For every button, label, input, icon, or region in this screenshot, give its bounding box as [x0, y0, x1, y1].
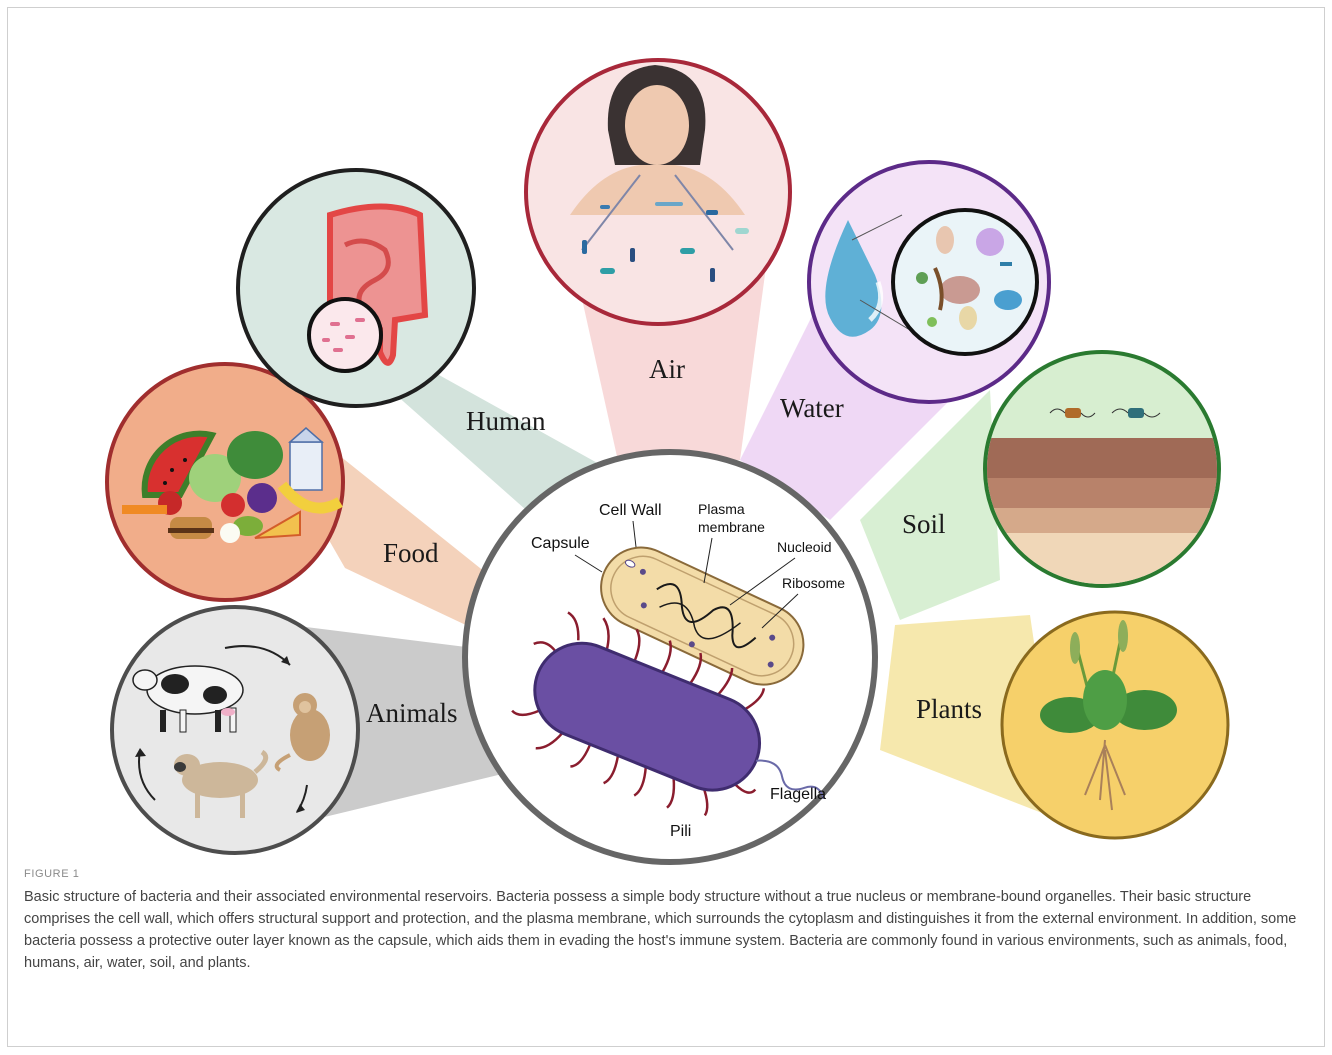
label-air: Air [649, 354, 685, 384]
pepper-illustration [221, 493, 245, 517]
label-pili: Pili [670, 823, 691, 840]
label-ribosome: Ribosome [782, 575, 845, 591]
greens-illustration [227, 431, 283, 479]
soil-bacterium-1 [1065, 408, 1081, 418]
label-human: Human [466, 406, 546, 436]
figure-caption-block: FIGURE 1 Basic structure of bacteria and… [24, 868, 1314, 974]
figure-label: FIGURE 1 [24, 868, 1314, 880]
label-cell-wall: Cell Wall [599, 502, 662, 519]
label-water: Water [780, 393, 844, 423]
soil-circle [980, 352, 1230, 593]
label-plasma-line2: membrane [698, 519, 765, 535]
label-plasma-line1: Plasma [698, 501, 745, 517]
food-circle [107, 364, 343, 600]
label-capsule: Capsule [531, 535, 590, 552]
bacterium-center-circle: Capsule Cell Wall Plasma membrane Nucleo… [465, 452, 875, 862]
bacteria-reservoir-diagram: Animals Food Human Air Water Soil Plants [0, 0, 1332, 865]
plants-circle [1002, 612, 1228, 838]
egg-illustration [220, 523, 240, 543]
person-face [625, 85, 689, 165]
air-circle [526, 60, 790, 324]
plant-leaf-center [1083, 670, 1127, 730]
human-circle [238, 170, 474, 406]
label-nucleoid: Nucleoid [777, 539, 831, 555]
grapes-illustration [247, 483, 277, 513]
label-soil: Soil [902, 509, 946, 539]
animals-circle [112, 607, 358, 853]
label-animals: Animals [366, 698, 458, 728]
soil-bacterium-2 [1128, 408, 1144, 418]
milk-carton-illustration [290, 442, 322, 490]
label-plants: Plants [916, 694, 982, 724]
label-flagella: Flagella [770, 786, 826, 803]
carrots-illustration [122, 505, 167, 514]
gut-bacteria-zoom [309, 299, 381, 371]
figure-caption: Basic structure of bacteria and their as… [24, 886, 1314, 974]
label-food: Food [383, 538, 439, 568]
water-circle [809, 162, 1049, 402]
